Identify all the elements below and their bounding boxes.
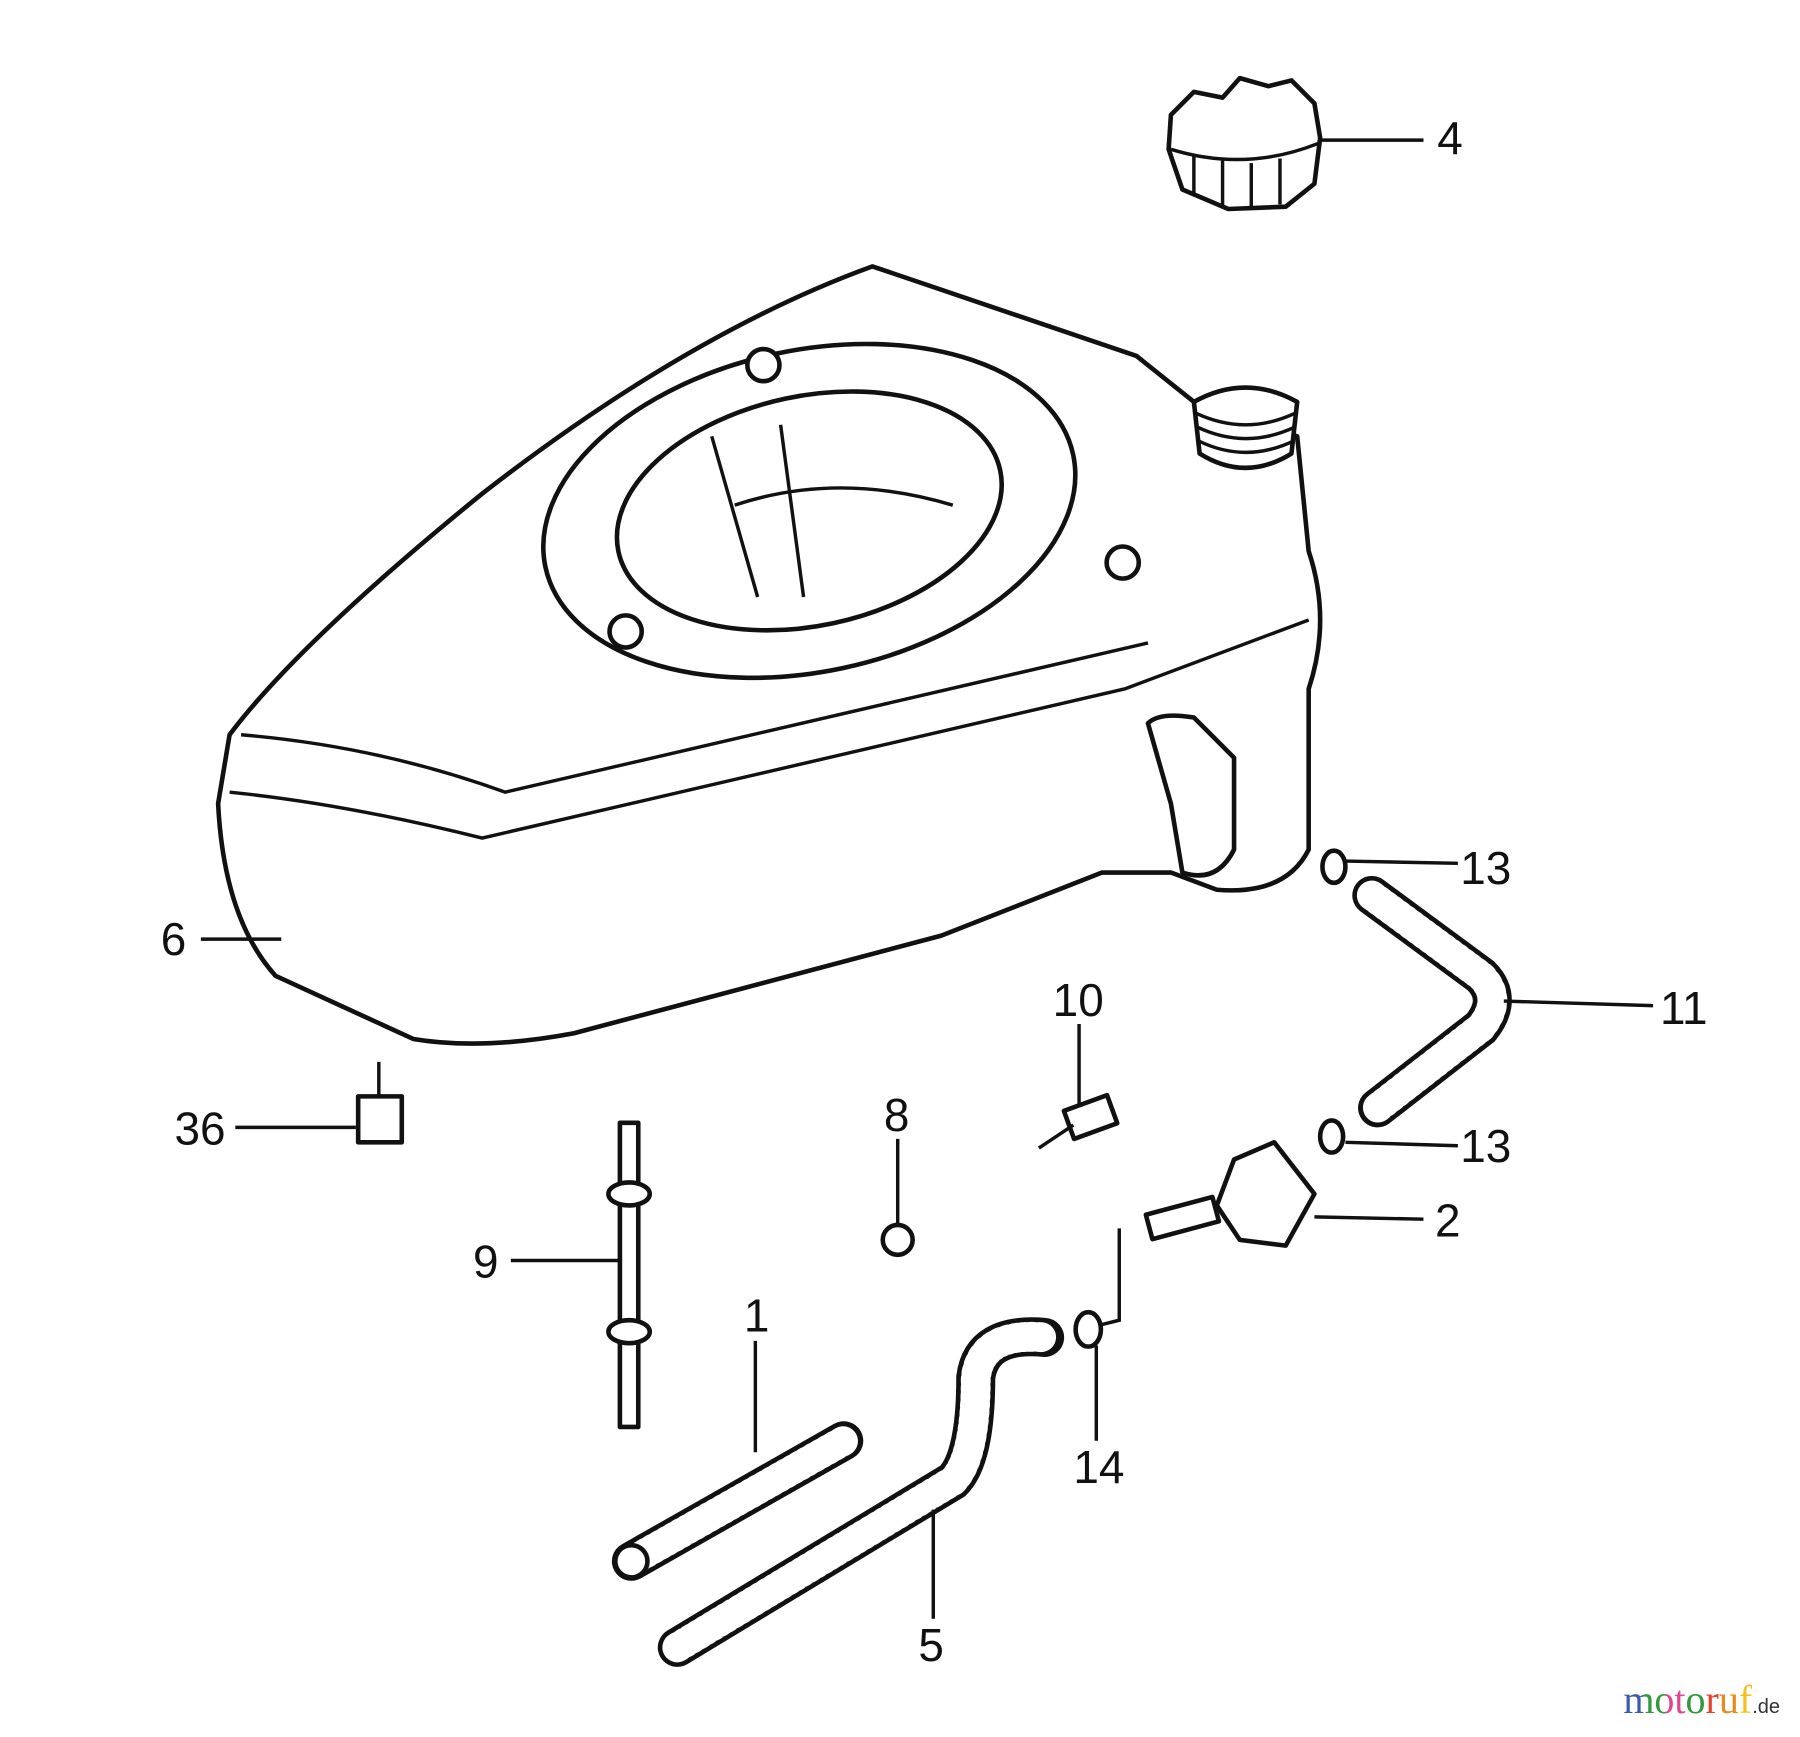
label-5: 5: [918, 1619, 944, 1671]
label-4: 4: [1437, 112, 1463, 164]
label-8: 8: [884, 1089, 910, 1141]
label-9: 9: [473, 1236, 499, 1288]
leader-lines: [200, 138, 1654, 1619]
label-6: 6: [161, 913, 187, 965]
label-11: 11: [1660, 982, 1708, 1034]
watermark-logo: motoruf.de: [1623, 1676, 1780, 1723]
watermark-tld: .de: [1752, 1696, 1780, 1718]
hose-5-part: [657, 1317, 1065, 1667]
clamp-14-part: [1073, 1309, 1104, 1349]
label-36: 36: [174, 1103, 225, 1155]
label-13-upper: 13: [1460, 842, 1511, 894]
fuel-tank-part: [215, 264, 1323, 1046]
clamp-13-lower-part: [1317, 1118, 1346, 1155]
clamp-13-upper-part: [1320, 848, 1348, 886]
label-2: 2: [1435, 1194, 1461, 1246]
bolt-10-part: [1037, 1092, 1120, 1150]
hose-1-part: [611, 1421, 864, 1581]
part-36: [355, 1094, 405, 1145]
label-14: 14: [1073, 1441, 1124, 1493]
fuel-valve-part: [1095, 1139, 1317, 1328]
stud-9-part: [606, 1120, 653, 1430]
fuel-cap-part: [1166, 75, 1323, 212]
label-13-lower: 13: [1460, 1120, 1511, 1172]
nut-8-part: [880, 1222, 915, 1258]
hose-11-part: [1352, 875, 1512, 1128]
label-1: 1: [744, 1290, 770, 1342]
label-10: 10: [1053, 974, 1104, 1026]
watermark-brand: motoruf: [1623, 1677, 1753, 1722]
